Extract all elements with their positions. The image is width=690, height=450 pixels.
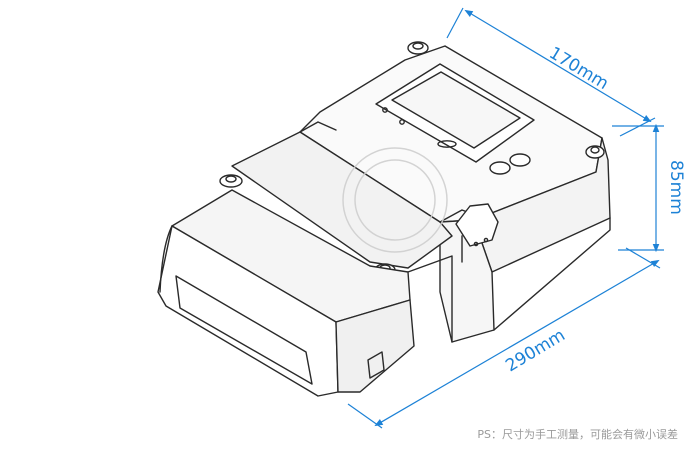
height-label: 85mm — [666, 160, 686, 215]
watermark-seal — [342, 147, 448, 253]
dimension-height — [612, 123, 664, 253]
button-right — [509, 153, 531, 167]
dimension-width — [446, 7, 656, 137]
dimension-length — [347, 247, 661, 429]
length-dimension-line — [374, 259, 660, 427]
measurement-note: PS：尺寸为手工测量，可能会有微小误差 — [477, 428, 678, 441]
length-label: 290mm — [502, 325, 569, 376]
indicator-led-1 — [382, 107, 388, 113]
terminal-cutout — [455, 203, 499, 247]
button-left — [489, 161, 511, 175]
width-label: 170mm — [545, 43, 612, 94]
top-screw — [407, 41, 429, 55]
left-screw — [219, 174, 243, 188]
terminal-cover-window — [175, 275, 313, 385]
indicator-led-2 — [399, 119, 405, 125]
port-slot — [437, 140, 457, 148]
right-screw — [585, 145, 605, 159]
width-dimension-line — [464, 9, 652, 123]
